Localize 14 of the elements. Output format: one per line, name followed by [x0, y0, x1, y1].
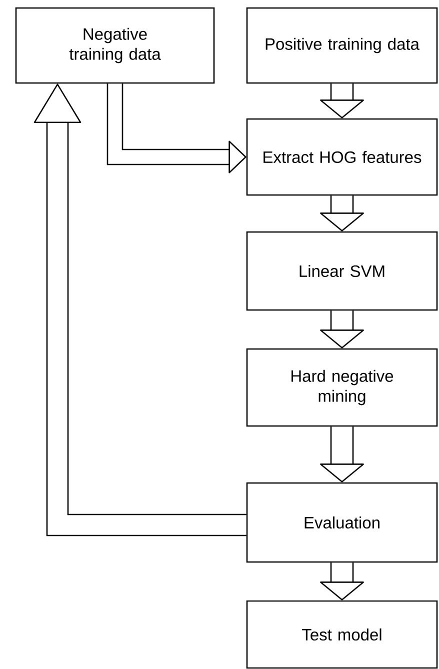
- process-box: Hard negative mining: [246, 348, 438, 427]
- process-box: Evaluation: [246, 482, 438, 563]
- block-arrow: [320, 426, 364, 482]
- block-arrow: [106, 84, 246, 174]
- process-box: Extract HOG features: [246, 118, 438, 196]
- block-arrow: [320, 84, 364, 118]
- block-arrow: [320, 562, 364, 600]
- process-box: Positive training data: [246, 7, 438, 84]
- process-box: Negative training data: [15, 7, 215, 84]
- process-box: Test model: [246, 600, 438, 669]
- block-arrow: [34, 84, 246, 536]
- process-box: Linear SVM: [246, 231, 438, 311]
- block-arrow: [320, 196, 364, 232]
- block-arrow: [320, 310, 364, 348]
